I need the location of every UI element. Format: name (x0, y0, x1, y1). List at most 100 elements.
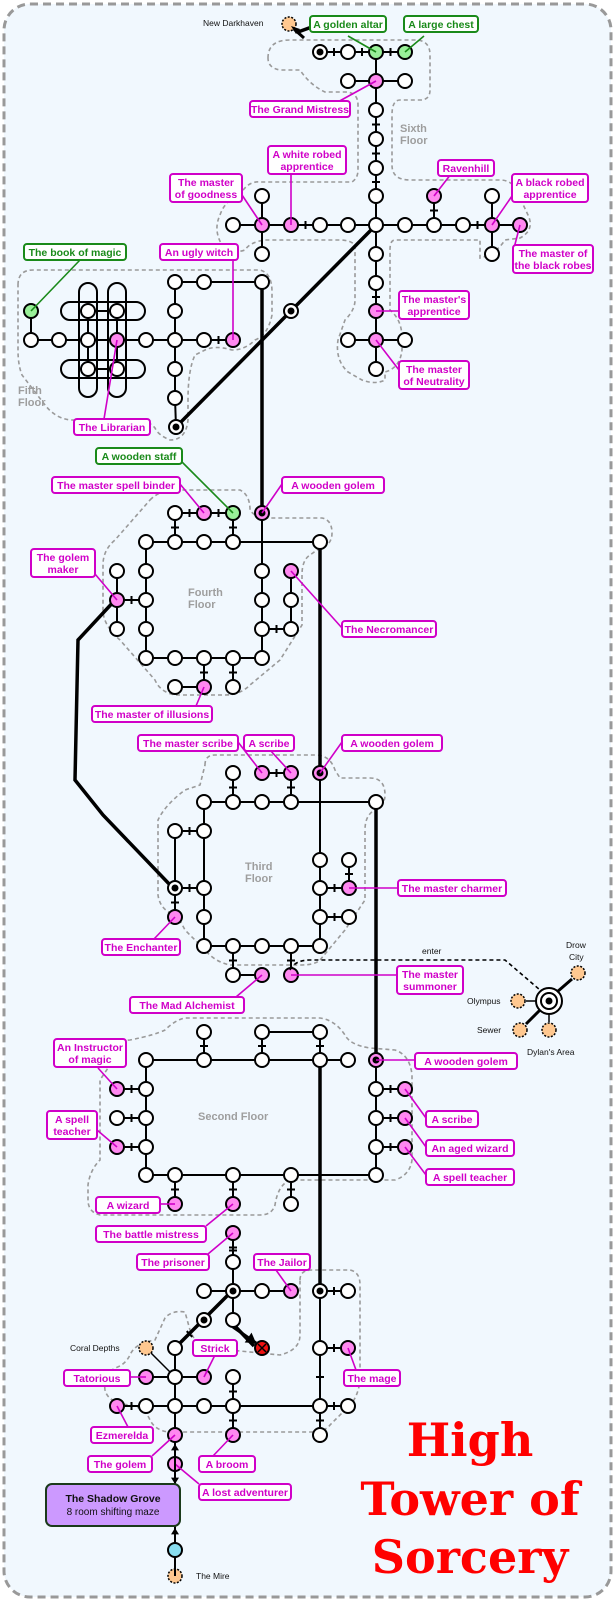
room[interactable] (225, 765, 241, 781)
room[interactable] (167, 303, 183, 319)
label-box[interactable] (343, 1369, 401, 1387)
room[interactable] (368, 160, 384, 176)
room-circle[interactable] (196, 650, 212, 666)
room[interactable] (167, 534, 183, 550)
room-circle[interactable] (397, 332, 413, 348)
label-box[interactable] (243, 734, 295, 752)
room-circle[interactable] (109, 303, 125, 319)
room[interactable] (80, 361, 96, 377)
room-circle[interactable] (340, 44, 356, 60)
room-circle[interactable] (254, 246, 270, 262)
room-circle[interactable] (254, 274, 270, 290)
room-circle[interactable] (80, 303, 96, 319)
room[interactable] (138, 1139, 154, 1155)
room-circle[interactable] (312, 852, 328, 868)
label-box[interactable] (46, 1110, 98, 1140)
room[interactable] (225, 1398, 241, 1414)
room[interactable] (225, 1254, 241, 1270)
room[interactable] (340, 1052, 356, 1068)
label-box[interactable] (53, 1038, 127, 1068)
room-circle[interactable] (109, 1110, 125, 1126)
room-circle[interactable] (368, 160, 384, 176)
room-circle[interactable] (196, 794, 212, 810)
label-box[interactable] (198, 1483, 292, 1501)
room[interactable] (368, 1139, 384, 1155)
label-scribe-2[interactable]: A scribe (404, 1088, 479, 1128)
room[interactable] (138, 1081, 154, 1097)
room[interactable] (138, 1052, 154, 1068)
room[interactable] (225, 679, 241, 695)
room-circle[interactable] (167, 1369, 183, 1385)
label-book-of-magic[interactable]: The book of magic (23, 243, 127, 312)
room-circle[interactable] (225, 1254, 241, 1270)
room[interactable] (225, 794, 241, 810)
label-box[interactable] (95, 1225, 207, 1243)
room[interactable] (312, 1398, 328, 1414)
room-circle[interactable] (167, 1340, 183, 1356)
room[interactable] (455, 217, 471, 233)
room-circle[interactable] (167, 534, 183, 550)
room[interactable] (138, 1398, 154, 1414)
label-box[interactable] (249, 100, 351, 118)
label-wooden-staff[interactable]: A wooden staff (95, 447, 234, 514)
room[interactable] (312, 938, 328, 954)
room[interactable] (225, 1283, 241, 1299)
room[interactable] (340, 1283, 356, 1299)
room-circle[interactable] (196, 1398, 212, 1414)
room[interactable] (167, 274, 183, 290)
room[interactable] (312, 44, 328, 60)
room-circle[interactable] (167, 505, 183, 521)
room[interactable] (109, 1110, 125, 1126)
room[interactable] (196, 534, 212, 550)
label-lost-adventurer[interactable]: A lost adventurer (174, 1463, 292, 1501)
room-circle[interactable] (51, 332, 67, 348)
room-circle[interactable] (196, 880, 212, 896)
room[interactable] (109, 303, 125, 319)
room-circle[interactable] (254, 794, 270, 810)
room-circle[interactable] (341, 909, 357, 925)
room-circle[interactable] (167, 303, 183, 319)
room[interactable] (138, 1167, 154, 1183)
room-circle[interactable] (138, 1167, 154, 1183)
room-circle[interactable] (254, 1024, 270, 1040)
label-box[interactable] (51, 476, 181, 494)
room-circle[interactable] (368, 361, 384, 377)
room[interactable] (254, 563, 270, 579)
room[interactable] (225, 967, 241, 983)
room-circle[interactable] (368, 1139, 384, 1155)
room-circle[interactable] (397, 73, 413, 89)
label-box[interactable] (414, 1052, 518, 1070)
room-circle[interactable] (225, 217, 241, 233)
label-box[interactable] (425, 1139, 515, 1157)
room-circle[interactable] (167, 274, 183, 290)
room[interactable] (426, 217, 442, 233)
room[interactable] (254, 274, 270, 290)
room[interactable] (196, 909, 212, 925)
room-circle[interactable] (254, 1283, 270, 1299)
room-circle[interactable] (109, 621, 125, 637)
room-circle[interactable] (196, 332, 212, 348)
label-box[interactable] (341, 734, 443, 752)
room-circle[interactable] (196, 1283, 212, 1299)
room[interactable] (312, 217, 328, 233)
label-broom[interactable]: A broom (198, 1434, 256, 1473)
room-circle[interactable] (312, 1427, 328, 1443)
room-circle[interactable] (167, 332, 183, 348)
room-circle[interactable] (312, 534, 328, 550)
room-circle[interactable] (340, 1283, 356, 1299)
label-master-illusions[interactable]: The master of illusions (91, 686, 213, 723)
room[interactable] (312, 1052, 328, 1068)
label-box[interactable] (398, 290, 470, 320)
room-circle[interactable] (138, 563, 154, 579)
room[interactable] (283, 303, 299, 319)
room-circle[interactable] (196, 938, 212, 954)
room[interactable] (254, 794, 270, 810)
room[interactable] (484, 188, 500, 204)
room-circle[interactable] (254, 650, 270, 666)
label-box[interactable] (23, 243, 127, 261)
room-circle[interactable] (484, 246, 500, 262)
room[interactable] (196, 1283, 212, 1299)
room[interactable] (283, 938, 299, 954)
